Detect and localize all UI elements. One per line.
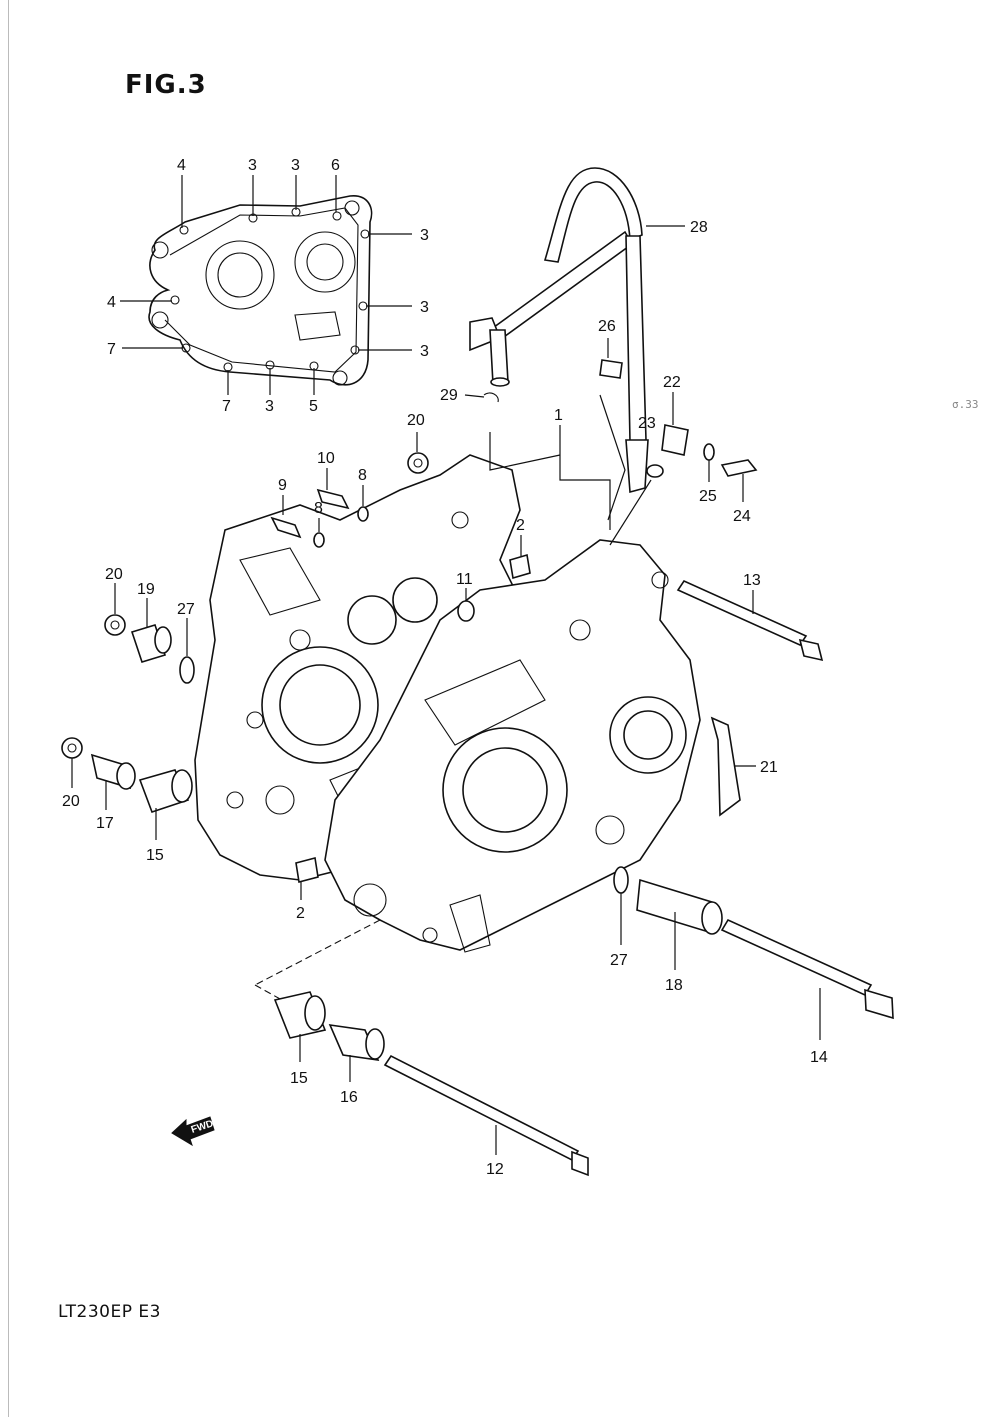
callout-24: 24: [733, 508, 751, 525]
callout-20: 20: [62, 793, 80, 810]
callout-3: 3: [420, 299, 429, 316]
model-code: LT230EP E3: [58, 1302, 161, 1322]
callout-9: 9: [278, 477, 287, 494]
callout-23: 23: [638, 415, 656, 432]
callout-3: 3: [265, 398, 274, 415]
callout-21: 21: [760, 759, 778, 776]
crankcase-left-half: [194, 454, 521, 881]
breather-hose: [469, 167, 649, 494]
callout-4: 4: [177, 157, 186, 174]
small-parts: [61, 359, 758, 1061]
callout-25: 25: [699, 488, 717, 505]
callout-13: 13: [743, 572, 761, 589]
callout-20: 20: [105, 566, 123, 583]
long-bolts: [383, 579, 894, 1177]
callout-27: 27: [610, 952, 628, 969]
callout-7: 7: [107, 341, 116, 358]
callout-16: 16: [340, 1089, 358, 1106]
fwd-arrow: FWD: [171, 1116, 215, 1147]
callout-29: 29: [440, 387, 458, 404]
callout-8: 8: [314, 500, 323, 517]
callout-1: 1: [554, 407, 563, 424]
callout-3: 3: [420, 227, 429, 244]
callout-12: 12: [486, 1161, 504, 1178]
callout-22: 22: [663, 374, 681, 391]
crankcase-right-half: [324, 539, 701, 953]
callout-3: 3: [248, 157, 257, 174]
reference-lines: [254, 394, 652, 1011]
callout-15: 15: [290, 1070, 308, 1087]
callout-4: 4: [107, 294, 116, 311]
callouts: 4 3 3 6 3 3 3 4 7 7 3 5 2: [62, 157, 828, 1178]
callout-26: 26: [598, 318, 616, 335]
page-edge-line: [8, 0, 9, 1417]
callout-27: 27: [177, 601, 195, 618]
callout-2: 2: [296, 905, 305, 922]
callout-8: 8: [358, 467, 367, 484]
callout-15: 15: [146, 847, 164, 864]
callout-3: 3: [291, 157, 300, 174]
callout-18: 18: [665, 977, 683, 994]
callout-3: 3: [420, 343, 429, 360]
callout-20: 20: [407, 412, 425, 429]
callout-5: 5: [309, 398, 318, 415]
crankcase-gasket: [148, 195, 373, 386]
callout-17: 17: [96, 815, 114, 832]
callout-28: 28: [690, 219, 708, 236]
callout-2: 2: [516, 517, 525, 534]
figure-title: FIG.3: [125, 70, 207, 100]
callout-7: 7: [222, 398, 231, 415]
callout-11: 11: [456, 571, 473, 588]
callout-6: 6: [331, 157, 340, 174]
callout-10: 10: [317, 450, 335, 467]
stray-mark: σ.33: [952, 398, 979, 411]
callout-19: 19: [137, 581, 155, 598]
callout-14: 14: [810, 1049, 828, 1066]
